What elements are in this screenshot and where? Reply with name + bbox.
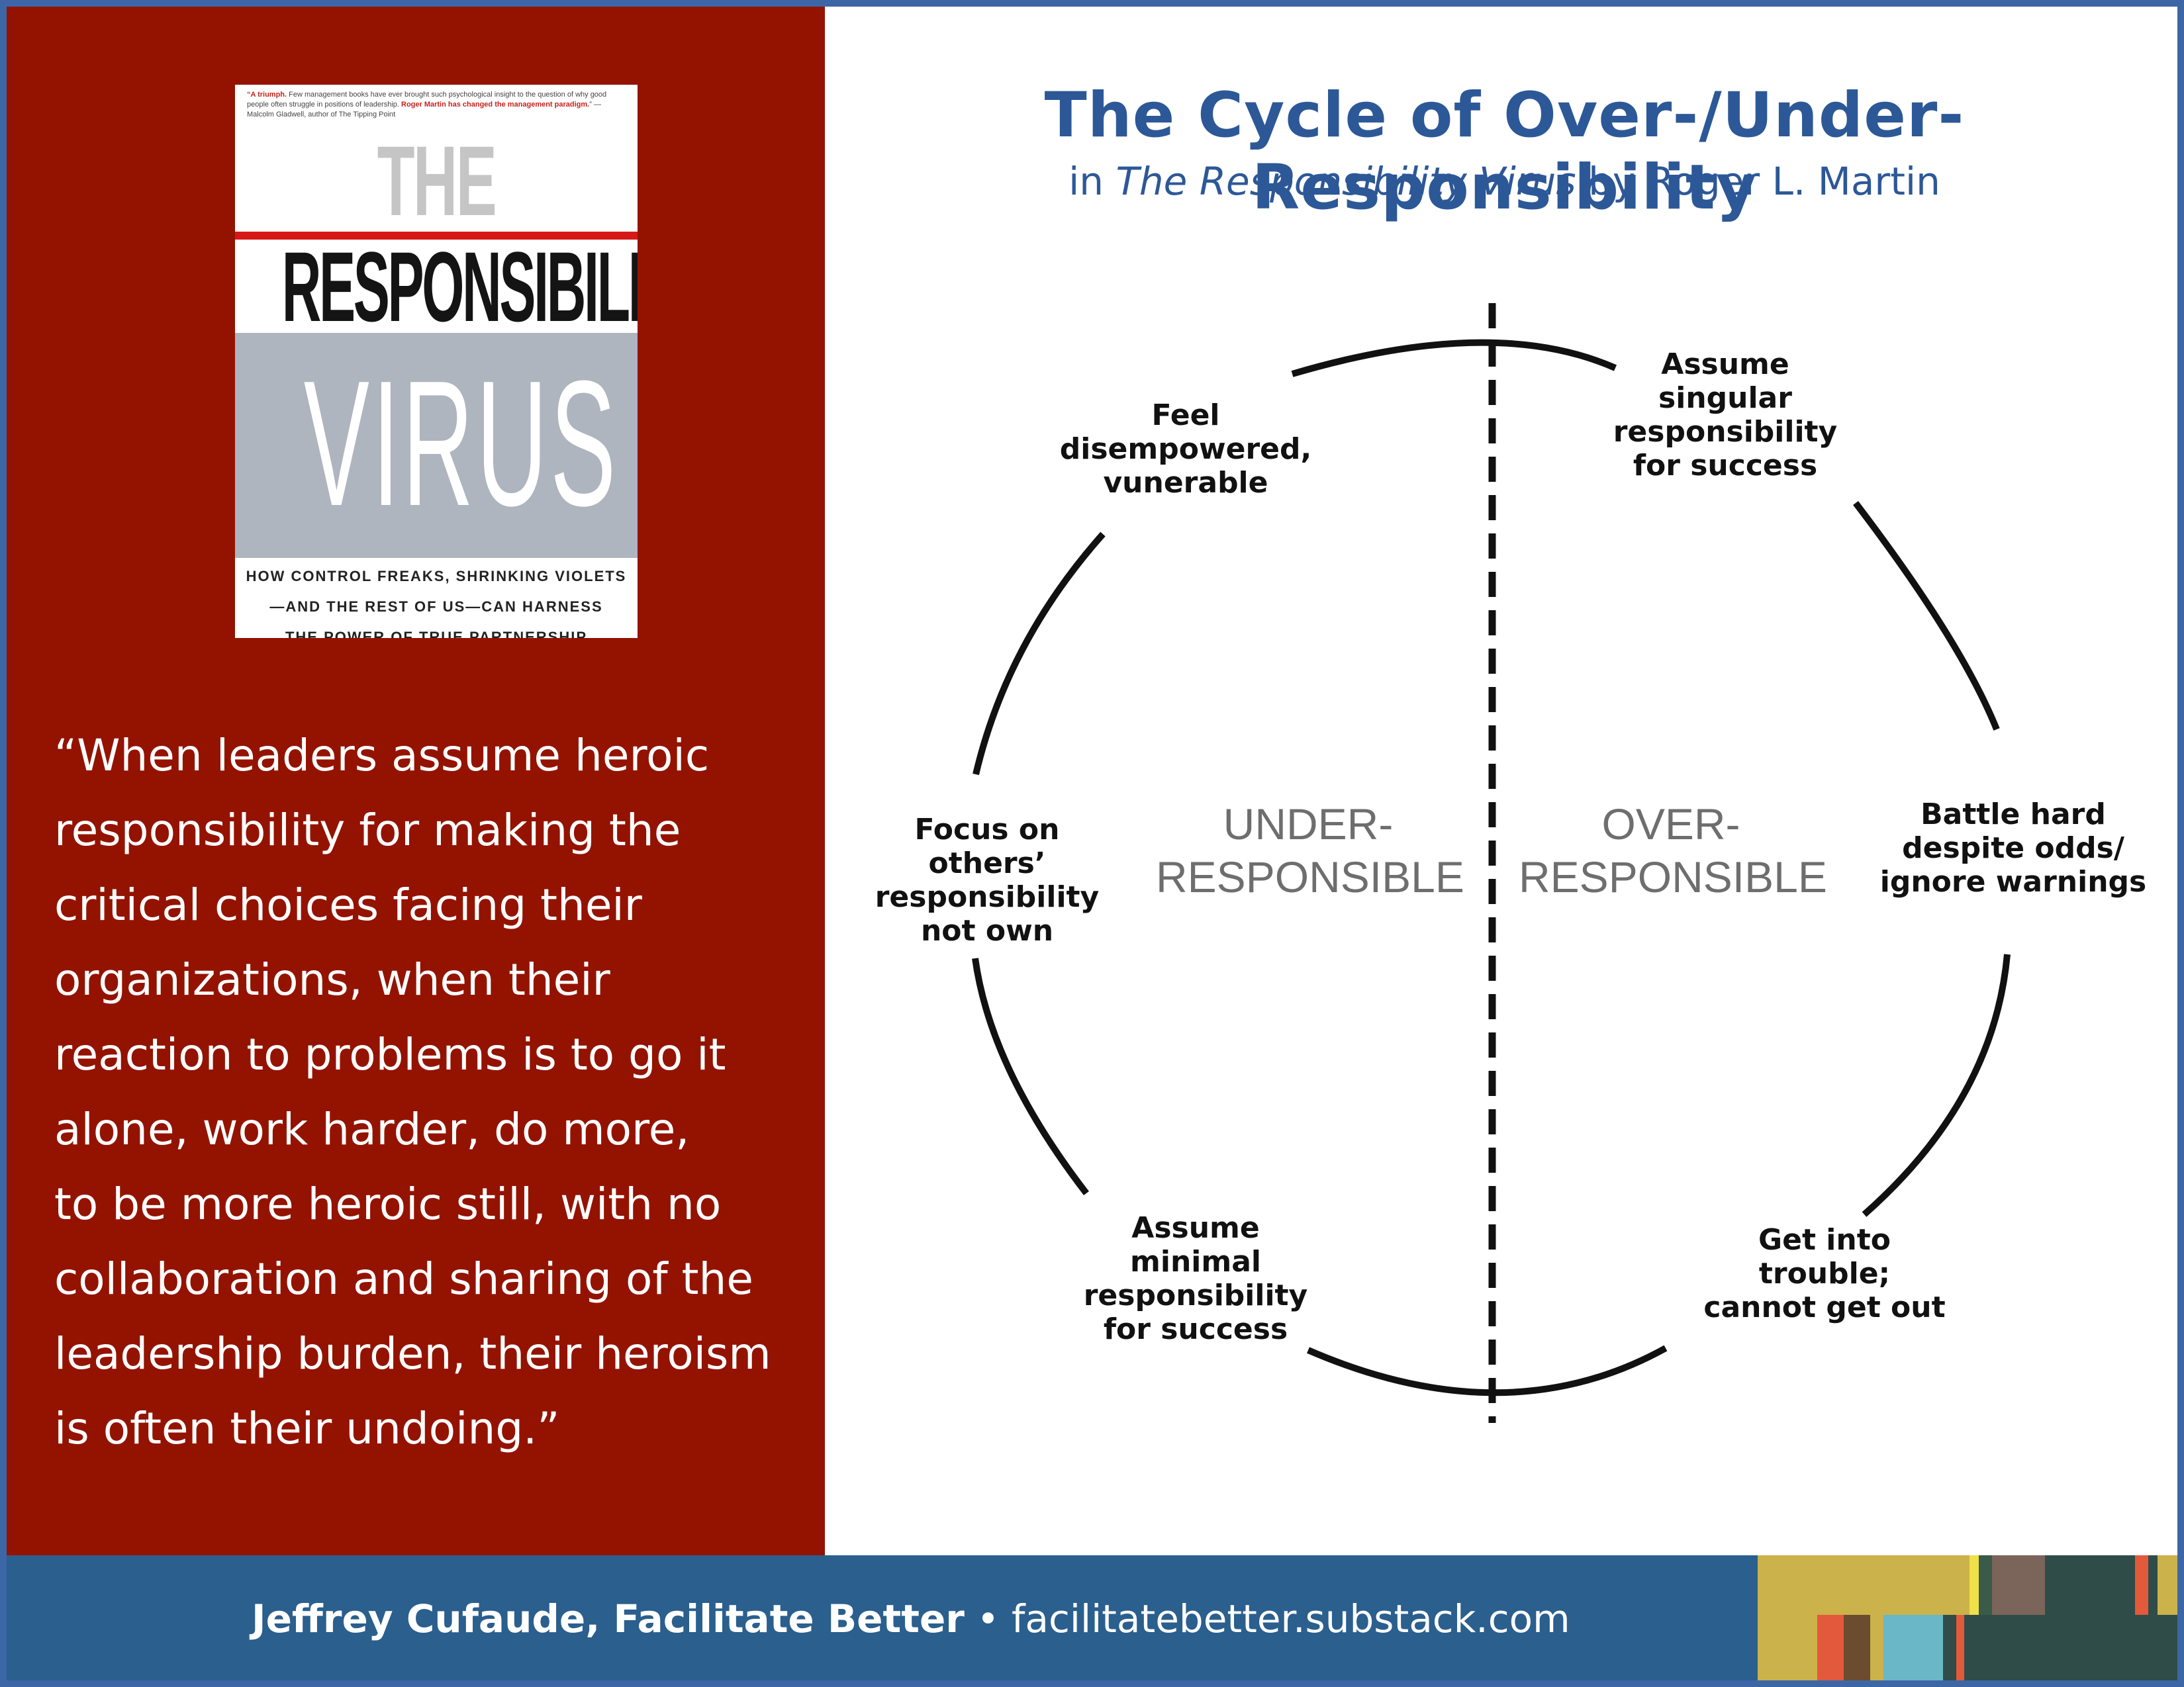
subtitle-author: by Roger L. Martin	[1576, 159, 1940, 204]
book-cover-title-virus: VIRUS	[303, 344, 619, 543]
footer-url-link[interactable]: facilitatebetter.substack.com	[1011, 1596, 1570, 1641]
zone-over-responsible: OVER- RESPONSIBLE	[1519, 799, 1827, 901]
node-assume-minimal-responsibility: Assume minimal responsibility for succes…	[1083, 1211, 1308, 1346]
decorative-color-mosaic	[1758, 1555, 2177, 1680]
node-get-into-trouble: Get into trouble; cannot get out	[1703, 1223, 1946, 1324]
blurb-red-text-2: Roger Martin has changed the management …	[401, 101, 590, 109]
cycle-arc-upper-right	[1853, 500, 2000, 731]
frame-border-right	[2177, 0, 2184, 1687]
frame-border-left	[0, 0, 7, 1687]
book-cover-lower-band	[235, 558, 638, 638]
book-cover-subtitle-line-1: HOW CONTROL FREAKS, SHRINKING VIOLETS	[246, 568, 627, 584]
cycle-arc-top	[1291, 339, 1617, 377]
book-cover-blurb: “A triumph. Few management books have ev…	[247, 90, 626, 120]
node-assume-singular-responsibility: Assume singular responsibility for succe…	[1613, 347, 1838, 482]
blurb-attribution: ” —Malcolm Gladwell, author of The Tippi…	[247, 101, 601, 118]
node-feel-disempowered: Feel disempowered, vunerable	[1059, 398, 1312, 500]
quote-panel: “A triumph. Few management books have ev…	[7, 7, 825, 1555]
frame-border-bottom	[0, 1680, 2184, 1687]
subtitle-prefix: in	[1068, 159, 1116, 204]
cycle-circle-svg	[972, 303, 2011, 1423]
book-cover-subtitle-line-3: THE POWER OF TRUE PARTNERSHIP	[285, 629, 588, 638]
book-cover-red-stripe	[235, 232, 638, 240]
node-focus-on-others: Focus on others’ responsibility not own	[875, 813, 1100, 948]
page-subtitle: in The Responsibility Virus by Roger L. …	[825, 159, 2184, 204]
blurb-text: Few management books have ever brought s…	[247, 91, 607, 109]
book-cover-subtitle-line-2: —AND THE REST OF US—CAN HARNESS	[269, 598, 603, 615]
responsibility-cycle-diagram: UNDER- RESPONSIBLE OVER- RESPONSIBLE Ass…	[825, 285, 2177, 1436]
cycle-arc-lower-left	[972, 958, 1089, 1196]
blurb-red-text: “A triumph.	[247, 91, 287, 99]
cycle-arc-upper-left	[973, 531, 1106, 776]
leadership-quote: “When leaders assume heroic responsibili…	[54, 730, 771, 1454]
footer-separator: •	[964, 1596, 1012, 1641]
book-cover-title-responsibility: RESPONSIBILITY	[281, 231, 638, 342]
frame-border-top	[0, 0, 2184, 7]
cycle-arc-bottom	[1307, 1345, 1668, 1396]
book-cover-grey-band	[235, 333, 638, 558]
page-title: The Cycle of Over-/Under-Responsibility	[1044, 79, 1965, 224]
footer-author: Jeffrey Cufaude, Facilitate Better	[252, 1596, 965, 1641]
book-cover-title-the: THE	[377, 125, 497, 236]
book-cover-image: “A triumph. Few management books have ev…	[235, 85, 638, 638]
subtitle-book-title: The Responsibility Virus	[1116, 159, 1576, 204]
footer-credit: Jeffrey Cufaude, Facilitate Better • fac…	[252, 1596, 1570, 1641]
zone-under-responsible: UNDER- RESPONSIBLE	[1156, 799, 1464, 901]
node-battle-hard: Battle hard despite odds/ ignore warning…	[1879, 798, 2147, 899]
cycle-arc-lower-right	[1862, 954, 2011, 1217]
